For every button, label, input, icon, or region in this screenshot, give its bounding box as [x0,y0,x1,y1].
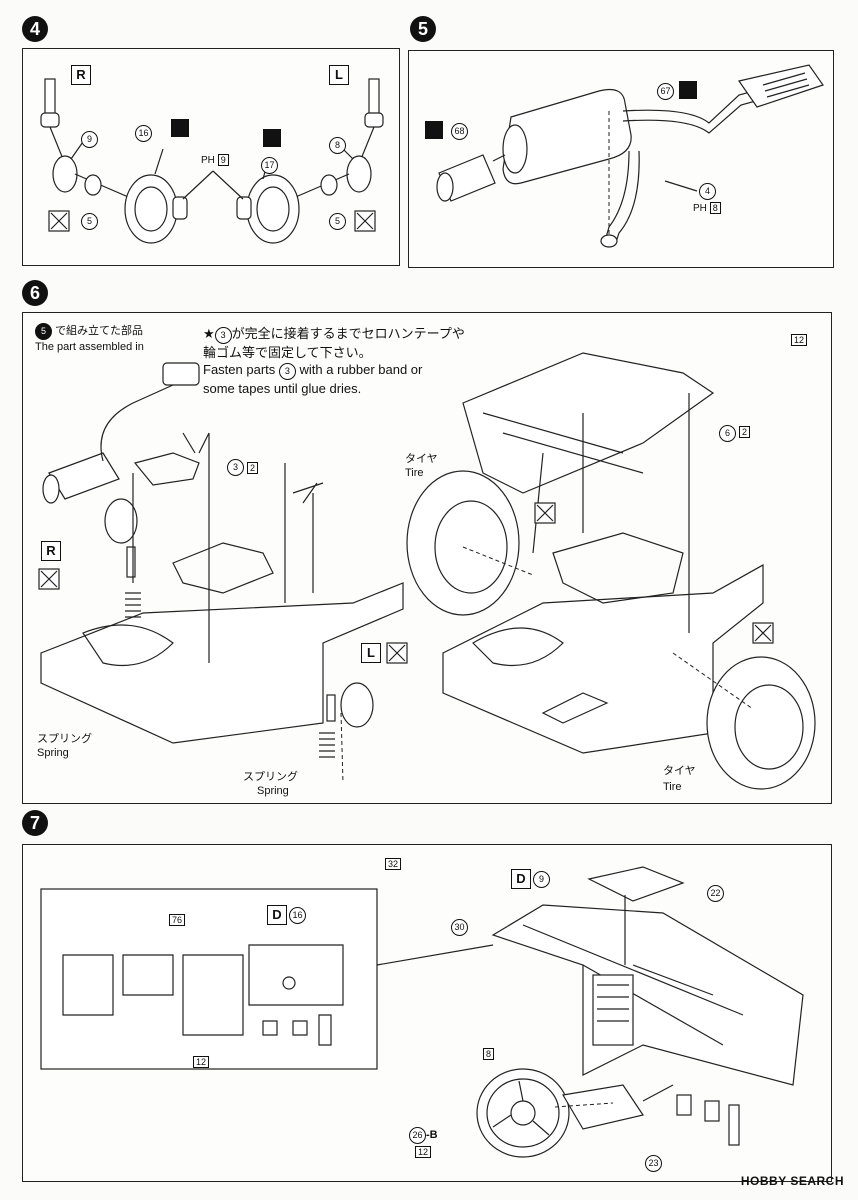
part-8-callout: 8 [329,137,346,154]
ph-prefix: PH [693,203,707,214]
inset-part-D-label: D [267,905,287,925]
star-mark: ★ [203,326,215,341]
note-jp-line1: が完全に接着するまでセロハンテープや [231,326,465,341]
ph-number: 12 [193,1056,210,1068]
part-9-callout: 9 [81,131,98,148]
note-en-line1b: with a rubber band or [299,362,423,377]
step-6-left-side-label: L [361,643,381,663]
steering-ph: 8 [483,1048,495,1060]
part-6-ph: 2 [739,426,751,438]
step-5-panel: 67 68 4 PH 8 [408,50,834,268]
part-9-callout: 9 [533,871,550,888]
step-7-number: 7 [22,810,48,836]
step-6-reference-jp: 5 で組み立てた部品 [35,323,143,340]
step-4-left-side-label: L [329,65,349,85]
step-4-panel: R L 9 16 17 8 5 5 PH 9 [22,48,400,266]
step-7-illustration [40,866,804,1158]
spring-left-label-en: Spring [37,747,69,759]
part-17-callout: 17 [261,157,278,174]
part-D-label: D [511,869,531,889]
step-7-corner-ph: 32 [385,858,402,870]
ph-number: 8 [483,1048,495,1060]
ph-ref-number: 8 [709,202,721,214]
tire-rear-label-jp: タイヤ [405,453,438,465]
part-23-callout: 23 [645,1155,662,1172]
step-4-right-side-label: R [71,65,91,85]
part-26-b-callout: 26-B [409,1127,438,1144]
step-7-panel: 32 76 D 16 12 D 9 22 30 8 26-B 12 23 [22,844,832,1182]
note-part-badge-en: 3 [278,363,296,380]
part-26-suffix: -B [426,1129,438,1141]
part-6-callout: 6 [719,425,736,442]
ph-number: 2 [247,462,259,474]
tire-front-label-en: Tire [663,781,682,793]
ph-number: 2 [739,426,751,438]
hobby-search-watermark: HOBBY SEARCH [740,1174,844,1188]
part-3-callout: 3 [227,459,244,476]
step-6-reference-en: The part assembled in [35,341,144,354]
part-30-callout: 30 [451,919,468,936]
step-5-number: 5 [410,16,436,42]
part-26-ph: 12 [415,1146,432,1158]
part-16-callout: 16 [135,125,152,142]
step-6-right-side-label: R [41,541,61,561]
step-6-corner-ph: 12 [791,334,808,346]
part-22-callout: 22 [707,885,724,902]
step-5-illustration [425,64,824,248]
step-4-number: 4 [22,16,48,42]
ref-jp-text: で組み立てた部品 [55,325,144,337]
part-3-ph: 2 [247,462,259,474]
part-4-callout: 4 [699,183,716,200]
ph-number: 76 [169,914,186,926]
step-ref-5-badge: 5 [35,323,52,340]
part-67-callout: 67 [657,83,674,100]
ph-corner-number: 32 [385,858,402,870]
note-en-line2: some tapes until glue dries. [203,381,362,396]
inset-ph-top: 76 [169,914,186,926]
ref-en-text: The part assembled in [35,341,144,353]
spring-right-label-en: Spring [257,785,289,797]
note-en-line1a: Fasten parts [203,362,276,377]
ph-prefix: PH [201,155,215,166]
part-5-right-callout: 5 [329,213,346,230]
tire-front-label-jp: タイヤ [663,765,696,777]
inset-ph-bottom: 12 [193,1056,210,1068]
tire-rear-label-en: Tire [405,467,424,479]
spring-left-label-jp: スプリング [37,733,92,745]
step-4-illustration [40,78,384,244]
step-4-ph-ref: PH 9 [201,154,229,166]
part-5-left-callout: 5 [81,213,98,230]
step-6-illustration [38,352,816,790]
ph-number: 12 [415,1146,432,1158]
step-6-number: 6 [22,280,48,306]
note-jp-line2: 輪ゴム等で固定して下さい。 [203,345,372,360]
ph-ref-number: 9 [217,154,229,166]
part-68-callout: 68 [451,123,468,140]
part-26-badge: 26 [409,1127,426,1144]
note-part-badge: 3 [214,327,232,344]
step-5-ph-ref: PH 8 [693,202,721,214]
ph-corner-number: 12 [791,334,808,346]
inset-part-16-callout: 16 [289,907,306,924]
spring-right-label-jp: スプリング [243,771,298,783]
